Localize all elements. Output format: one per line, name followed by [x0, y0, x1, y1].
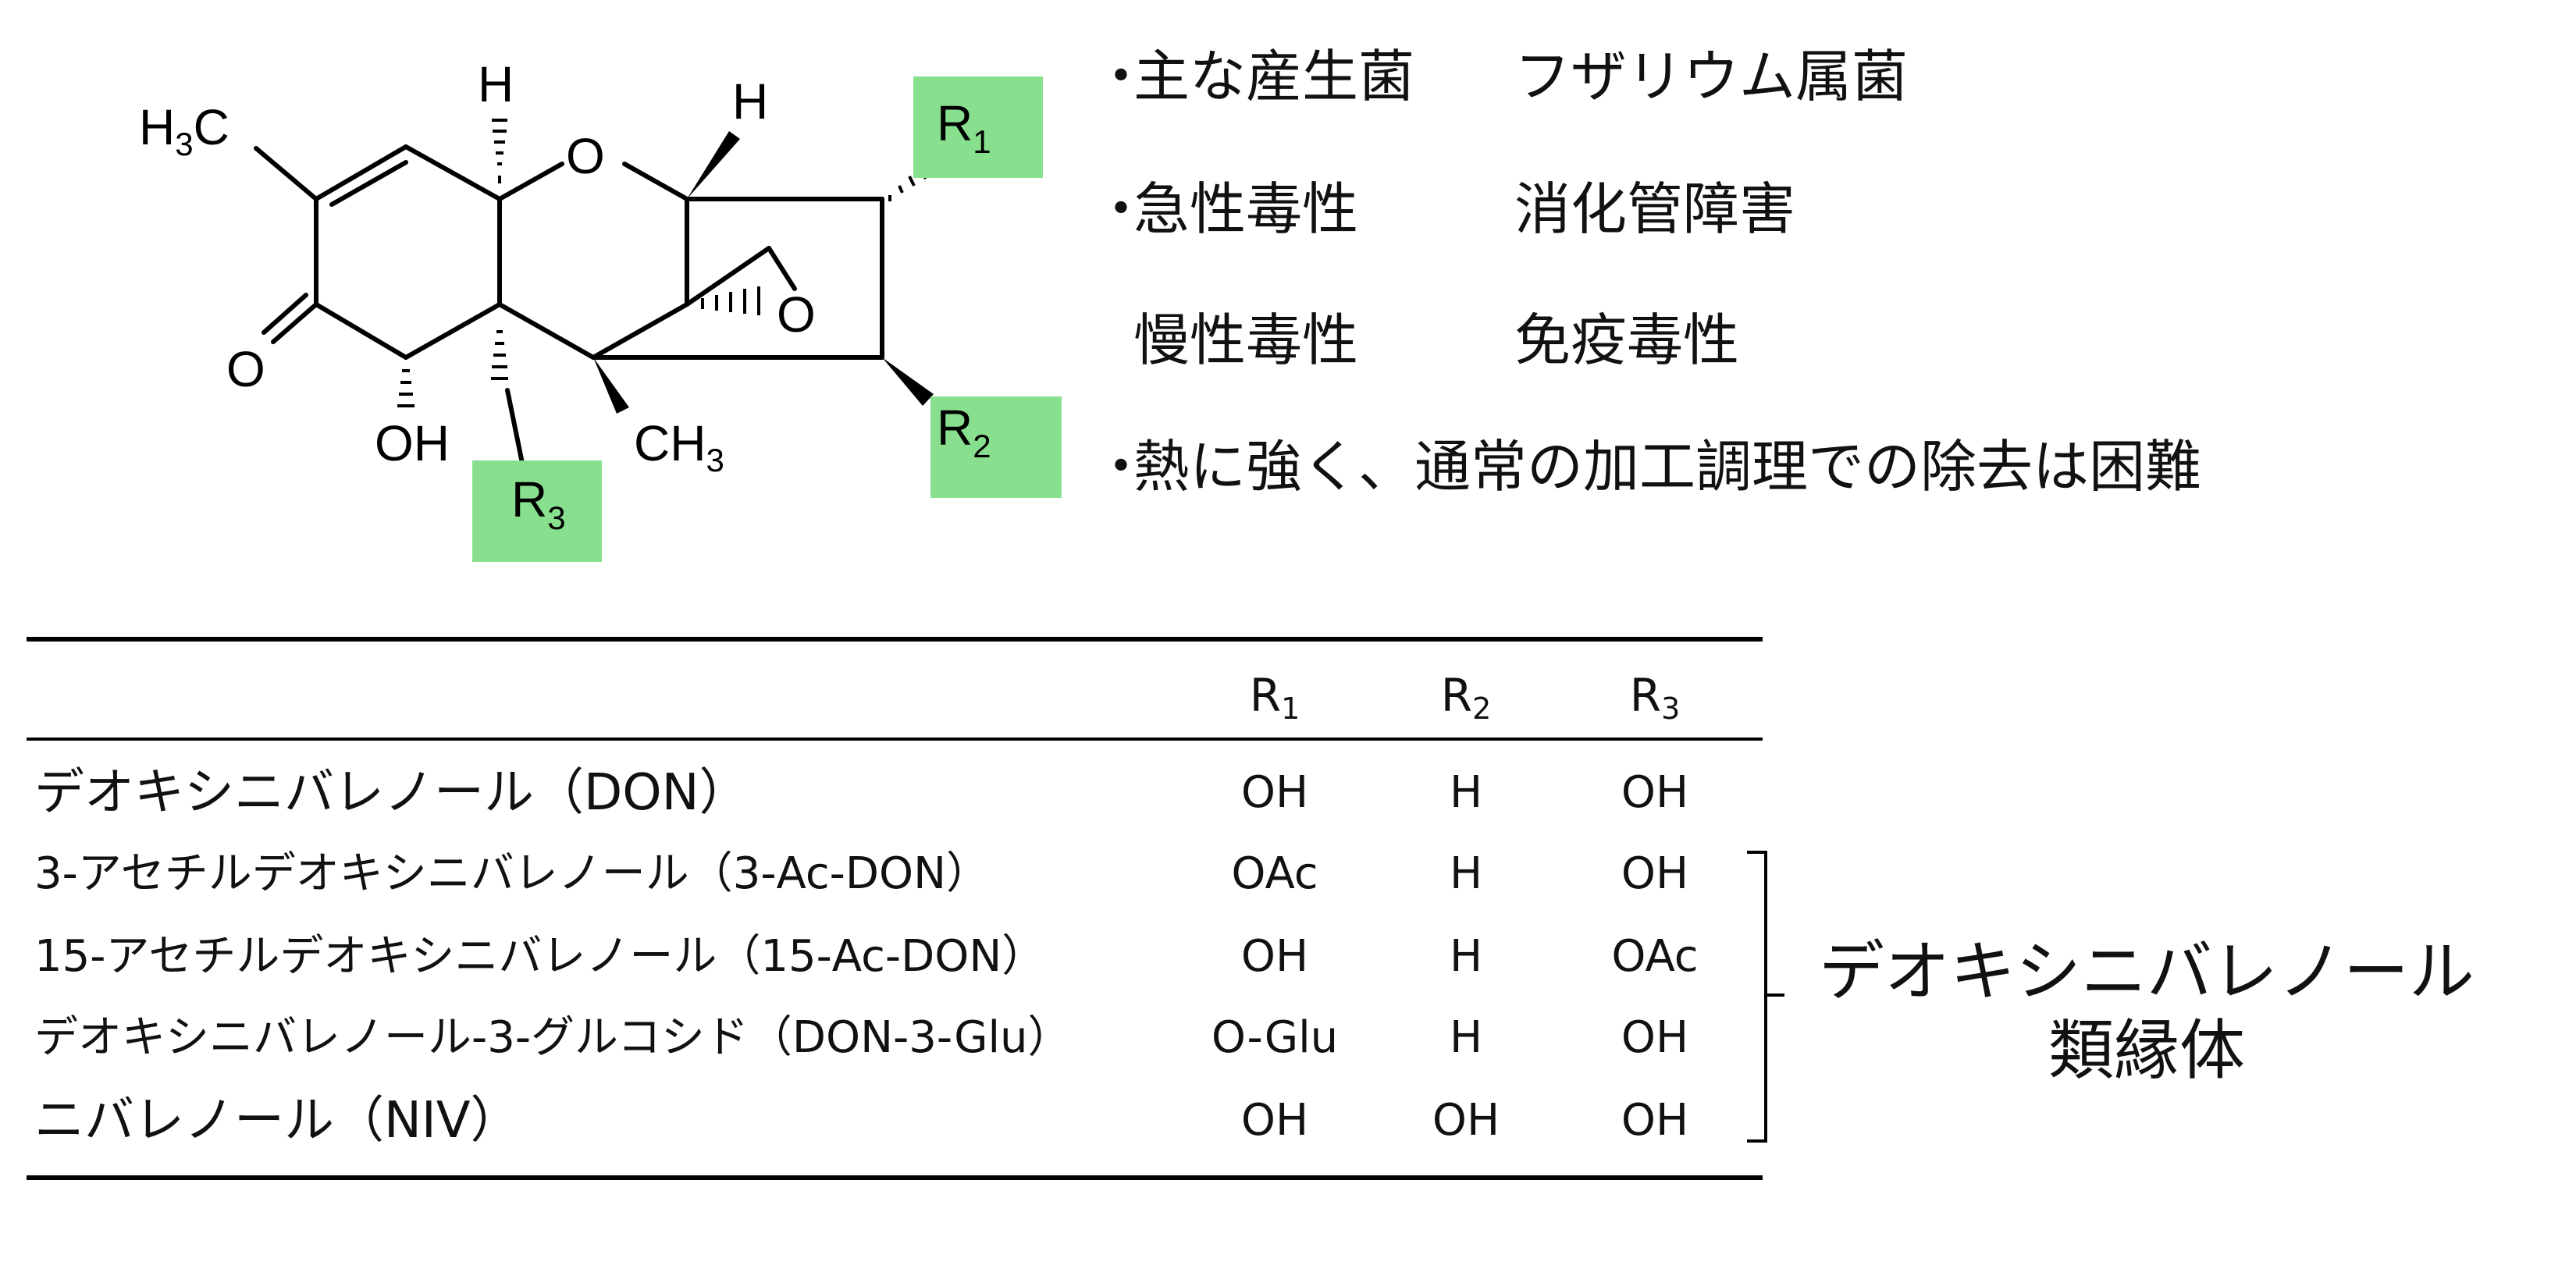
wedge-bonds [593, 131, 934, 414]
bond [314, 144, 408, 201]
bond [254, 146, 318, 201]
bond [404, 302, 502, 360]
bond [622, 162, 689, 201]
analog-bracket [1747, 851, 1784, 1143]
atom-o-ring: O [566, 128, 605, 184]
row-r1: OH [1240, 1095, 1309, 1146]
table-bottom-rule [27, 1175, 1763, 1180]
hydroxyl-label: OH [375, 415, 450, 471]
bond [497, 162, 564, 201]
bullet-label: 慢性毒性 [1133, 307, 1359, 373]
analog-group-label: デオキシニバレノール 類縁体 [1818, 933, 2475, 1089]
bullet-value: 消化管障害 [1514, 176, 1796, 242]
row-r1: OAc [1231, 848, 1318, 899]
bullet-chronic-toxicity: 慢性毒性 免疫毒性 [1093, 312, 1739, 368]
row-r1: OH [1240, 767, 1309, 818]
bond [591, 302, 689, 360]
bullet-value: 免疫毒性 [1514, 307, 1740, 373]
trichothecene-structure: H H O O O H3C OH CH3 R1 R2 R3 [139, 56, 1062, 562]
atom-o-epoxide: O [777, 286, 816, 343]
table-header-rule [27, 738, 1763, 741]
bullet-label: 急性毒性 [1133, 176, 1359, 242]
bond [685, 246, 771, 307]
atom-h: H [732, 73, 768, 130]
row-r1: O-Glu [1211, 1012, 1339, 1063]
bond [404, 144, 502, 201]
row-r2: H [1449, 931, 1483, 982]
r1-highlight [913, 76, 1043, 178]
row-name: 15-アセチルデオキシニバレノール（15-Ac-DON） [34, 931, 1046, 982]
double-bond-inner [329, 160, 408, 207]
bullet-label: 主な産生菌 [1133, 44, 1415, 109]
substituent-r3: R3 [511, 471, 566, 536]
column-header-r3: R3 [1629, 669, 1681, 726]
bond [262, 293, 308, 335]
row-r3: OH [1621, 848, 1689, 899]
row-r1: OH [1240, 931, 1309, 982]
row-r2: OH [1432, 1095, 1500, 1146]
row-name: ニバレノール（NIV） [34, 1092, 521, 1150]
bond [271, 302, 318, 344]
bond [497, 302, 596, 360]
row-r2: H [1449, 848, 1483, 899]
row-r3: OAc [1611, 931, 1699, 982]
methyl-label: CH3 [634, 415, 724, 478]
column-header-r2: R2 [1440, 669, 1492, 726]
row-name: デオキシニバレノール-3-グルコシド（DON-3-Glu） [34, 1012, 1072, 1063]
bullet-producer: ・主な産生菌 フザリウム属菌 [1093, 44, 1909, 109]
row-r3: OH [1621, 1012, 1689, 1063]
bullet-label: 熱に強く、通常の加工調理での除去は困難 [1133, 434, 2202, 499]
atom-h: H [478, 56, 514, 112]
row-r2: H [1449, 1012, 1483, 1063]
row-r3: OH [1621, 767, 1689, 818]
bullet-value: フザリウム属菌 [1514, 44, 1909, 109]
row-name: デオキシニバレノール（DON） [34, 764, 749, 822]
row-r2: H [1449, 767, 1483, 818]
methyl-label: H3C [139, 99, 229, 162]
bullet-heat-stability: ・熱に強く、通常の加工調理での除去は困難 [1093, 434, 2202, 499]
row-r3: OH [1621, 1095, 1689, 1146]
bullet-acute-toxicity: ・急性毒性 消化管障害 [1093, 176, 1796, 242]
r3-highlight [472, 460, 602, 562]
substituent-r2: R2 [937, 400, 991, 464]
bond [767, 246, 797, 291]
r2-highlight [930, 396, 1062, 498]
substituent-r1: R1 [937, 95, 991, 160]
hashed-bonds [397, 119, 939, 407]
atom-o-ketone: O [226, 341, 265, 397]
bond [314, 302, 408, 360]
table-top-rule [27, 637, 1763, 642]
column-header-r1: R1 [1249, 669, 1300, 726]
row-name: 3-アセチルデオキシニバレノール（3-Ac-DON） [34, 848, 990, 899]
